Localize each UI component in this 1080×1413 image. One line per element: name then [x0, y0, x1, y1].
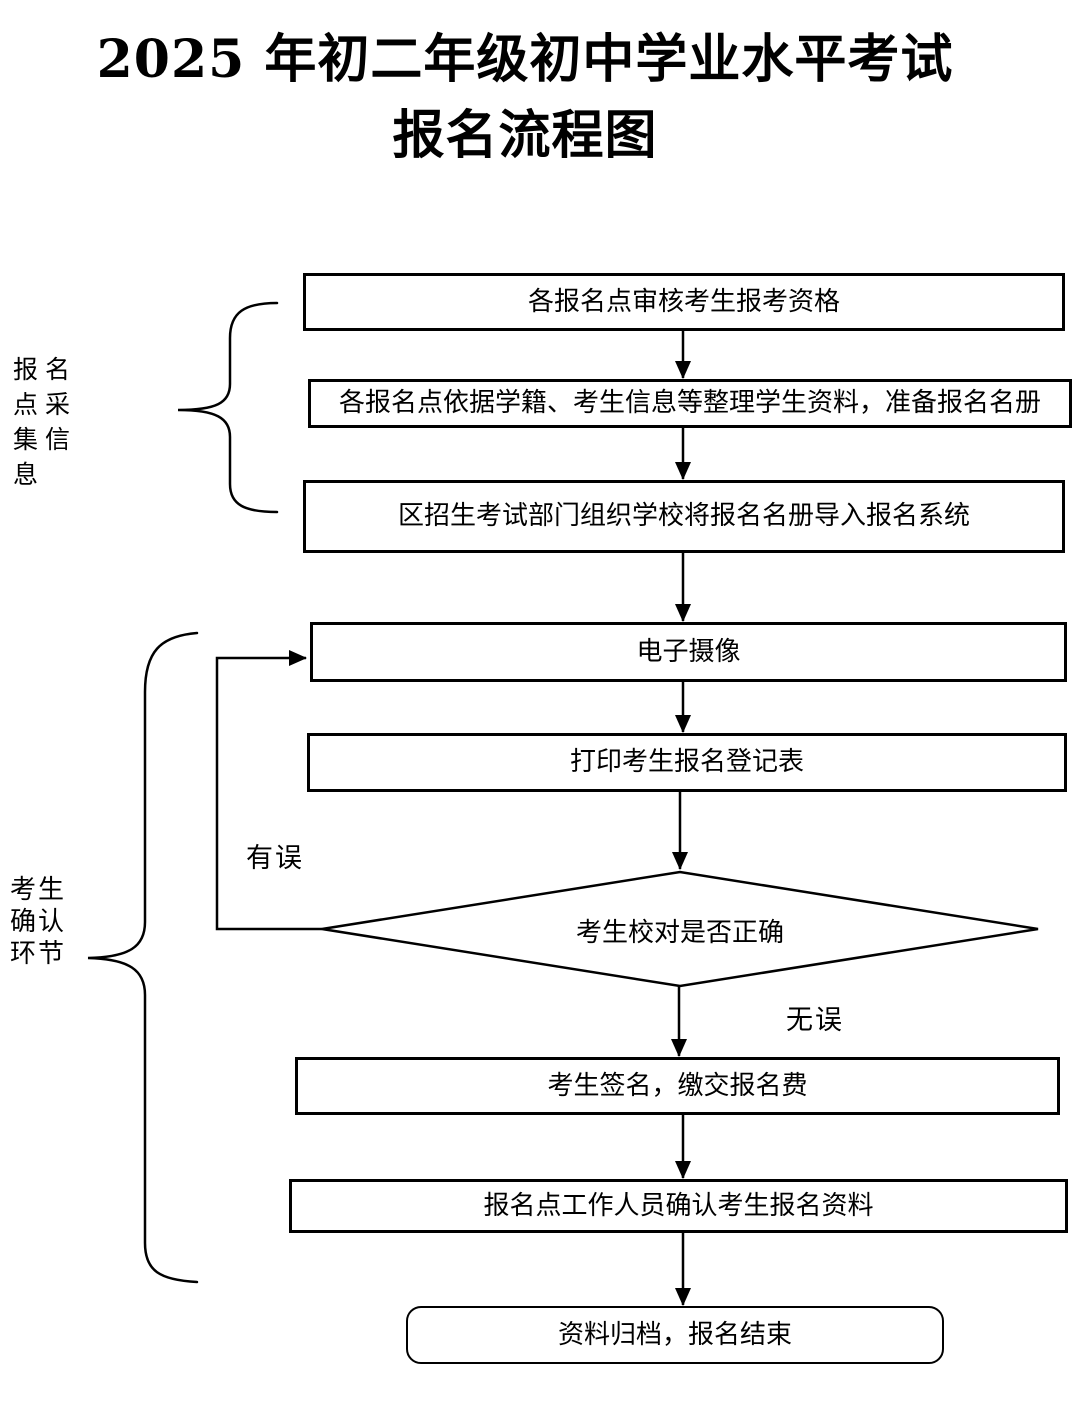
edge-label-error: 有误 — [246, 843, 304, 874]
section-label-confirm-line: 考生 — [10, 875, 67, 905]
node-import: 区招生考试部门组织学校将报名名册导入报名系统 — [303, 480, 1065, 553]
page-title-line1: 2025 年初二年级初中学业水平考试 — [96, 29, 954, 90]
node-print: 打印考生报名登记表 — [307, 733, 1067, 792]
node-confirm: 报名点工作人员确认考生报名资料 — [289, 1179, 1068, 1233]
node-audit: 各报名点审核考生报考资格 — [303, 273, 1065, 331]
section-label-candidate-confirm: 考生 确认 环节 — [10, 874, 66, 970]
brace-confirm-icon — [87, 631, 199, 1284]
edge-label-ok: 无误 — [786, 1005, 844, 1036]
section-label-collect-line: 点采 — [13, 390, 78, 419]
section-label-collect-info: 报名 点采 集信 息 — [13, 352, 77, 492]
node-sign-pay: 考生签名，缴交报名费 — [295, 1057, 1060, 1115]
node-prepare: 各报名点依据学籍、考生信息等整理学生资料，准备报名名册 — [308, 379, 1072, 428]
node-photo: 电子摄像 — [310, 622, 1067, 682]
section-label-confirm-line: 确认 — [10, 907, 67, 937]
brace-collect-icon — [177, 301, 279, 514]
page-title: 2025 年初二年级初中学业水平考试 报名流程图 — [0, 22, 1050, 174]
arrow-verify-error-loop — [215, 650, 322, 931]
decision-diamond-shape — [321, 870, 1039, 988]
node-archive: 资料归档，报名结束 — [406, 1306, 944, 1364]
section-label-collect-line: 报名 — [13, 355, 78, 384]
section-label-collect-line: 息 — [13, 460, 46, 489]
page-title-line2: 报名流程图 — [392, 105, 658, 166]
node-verify-label: 考生校对是否正确 — [575, 918, 784, 948]
section-label-confirm-line: 环节 — [10, 939, 67, 969]
section-label-collect-line: 集信 — [13, 425, 78, 454]
